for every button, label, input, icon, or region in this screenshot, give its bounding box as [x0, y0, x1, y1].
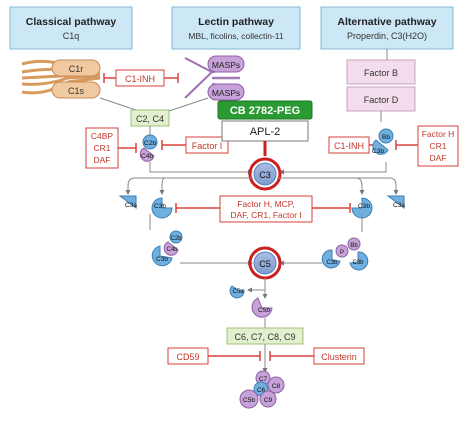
c1s-label: C1s	[68, 86, 85, 96]
lectin-pathway-box: Lectin pathway MBL, ficolins, collectin-…	[171, 6, 301, 50]
svg-text:C6, C7, C8, C9: C6, C7, C8, C9	[234, 332, 295, 342]
svg-text:C3b: C3b	[352, 260, 364, 266]
c1-inh-top: C1-INH	[103, 69, 179, 87]
masps-top-label: MASPs	[212, 60, 240, 70]
svg-text:C8: C8	[272, 383, 281, 390]
svg-text:Bb: Bb	[382, 134, 390, 141]
c1-complex: C1r C1s	[21, 59, 101, 99]
svg-text:CR1: CR1	[93, 143, 110, 153]
c1r-label: C1r	[69, 64, 84, 74]
svg-text:C3a: C3a	[393, 202, 405, 209]
c4b2b-convertase: C2b C4b	[139, 134, 158, 162]
svg-text:C4BP: C4BP	[91, 131, 114, 141]
svg-text:Clusterin: Clusterin	[321, 352, 357, 362]
svg-text:Factor H, MCP,: Factor H, MCP,	[237, 199, 294, 209]
c3-node: C3	[248, 157, 282, 191]
factor-i-box: Factor I	[161, 136, 229, 154]
cb-2782-peg-label: CB 2782-PEG	[217, 100, 313, 120]
factor-d-box: Factor D	[346, 86, 416, 112]
svg-text:DAF, CR1, Factor I: DAF, CR1, Factor I	[230, 210, 301, 220]
svg-text:C5b: C5b	[258, 307, 270, 314]
c3a-right: C3a	[386, 195, 405, 209]
c3bbbp-convertase: Bb P C3b C3b	[321, 237, 369, 271]
svg-text:Factor B: Factor B	[364, 68, 398, 78]
c4bp-cr1-daf-box: C4BP CR1 DAF	[85, 127, 137, 169]
c4b2b3b-convertase: C2b C4b C3b	[151, 230, 183, 267]
svg-text:C2b: C2b	[170, 236, 182, 242]
svg-text:Bb: Bb	[350, 243, 358, 249]
svg-text:C7: C7	[259, 376, 268, 383]
svg-text:C9: C9	[264, 397, 273, 404]
svg-text:C5: C5	[259, 259, 271, 269]
c3a-left: C3a	[118, 195, 137, 209]
c1-inh-right: C1-INH	[328, 136, 374, 154]
svg-text:C5a: C5a	[232, 289, 244, 295]
c5a-node: C5a	[229, 285, 245, 299]
c3b-right: C3b	[351, 197, 373, 219]
svg-text:P: P	[340, 250, 344, 256]
svg-text:C1-INH: C1-INH	[125, 74, 155, 84]
svg-text:CD59: CD59	[176, 352, 199, 362]
cd59-box: CD59	[167, 347, 261, 365]
svg-text:DAF: DAF	[94, 155, 111, 165]
c2-c4-box: C2, C4	[130, 109, 170, 127]
svg-text:C3b: C3b	[372, 148, 384, 155]
masps-complex: MASPs MASPs	[184, 55, 245, 101]
svg-text:APL-2: APL-2	[250, 126, 281, 138]
svg-text:C4b: C4b	[166, 247, 178, 253]
svg-text:CR1: CR1	[429, 141, 446, 151]
alternative-pathway-subtitle: Properdin, C3(H2O)	[347, 31, 427, 41]
factor-h-cr1-daf-box: Factor H CR1 DAF	[395, 125, 459, 167]
svg-text:C3b: C3b	[358, 203, 370, 210]
lectin-pathway-title: Lectin pathway	[198, 16, 274, 28]
svg-text:C6: C6	[257, 387, 266, 394]
classical-pathway-box: Classical pathway C1q	[9, 6, 133, 50]
center-regulators-box: Factor H, MCP, DAF, CR1, Factor I	[175, 195, 351, 223]
svg-text:C3b: C3b	[156, 256, 168, 263]
c5-node: C5	[248, 246, 282, 280]
svg-text:Factor H: Factor H	[422, 129, 455, 139]
clusterin-box: Clusterin	[269, 347, 365, 365]
svg-text:Factor I: Factor I	[192, 141, 223, 151]
svg-text:C3b: C3b	[154, 203, 166, 210]
svg-text:C4b: C4b	[141, 153, 153, 160]
svg-text:C3a: C3a	[125, 202, 137, 209]
classical-pathway-title: Classical pathway	[26, 16, 117, 28]
svg-text:C2, C4: C2, C4	[136, 114, 164, 124]
c6-c9-box: C6, C7, C8, C9	[226, 327, 304, 345]
factor-b-box: Factor B	[346, 59, 416, 85]
svg-text:C1-INH: C1-INH	[334, 141, 364, 151]
classical-pathway-subtitle: C1q	[63, 31, 80, 41]
svg-text:C2b: C2b	[144, 140, 156, 147]
c3bbb-convertase: Bb C3b	[372, 128, 394, 155]
c3b-left: C3b	[151, 197, 173, 219]
svg-text:DAF: DAF	[430, 153, 447, 163]
alternative-pathway-box: Alternative pathway Properdin, C3(H2O)	[320, 6, 454, 50]
masps-bottom-label: MASPs	[212, 88, 240, 98]
apl-2-label: APL-2	[221, 120, 309, 142]
svg-text:C5b: C5b	[243, 397, 255, 404]
svg-text:C3b: C3b	[326, 260, 338, 266]
mac-complex: C7 C6 C8 C5b C9	[239, 370, 285, 409]
alternative-pathway-title: Alternative pathway	[337, 16, 436, 28]
svg-text:C3: C3	[259, 170, 271, 180]
lectin-pathway-subtitle: MBL, ficolins, collectin-11	[188, 31, 284, 41]
svg-text:Factor D: Factor D	[364, 95, 399, 105]
svg-text:CB 2782-PEG: CB 2782-PEG	[230, 105, 300, 117]
c5b-node: C5b	[251, 297, 273, 318]
